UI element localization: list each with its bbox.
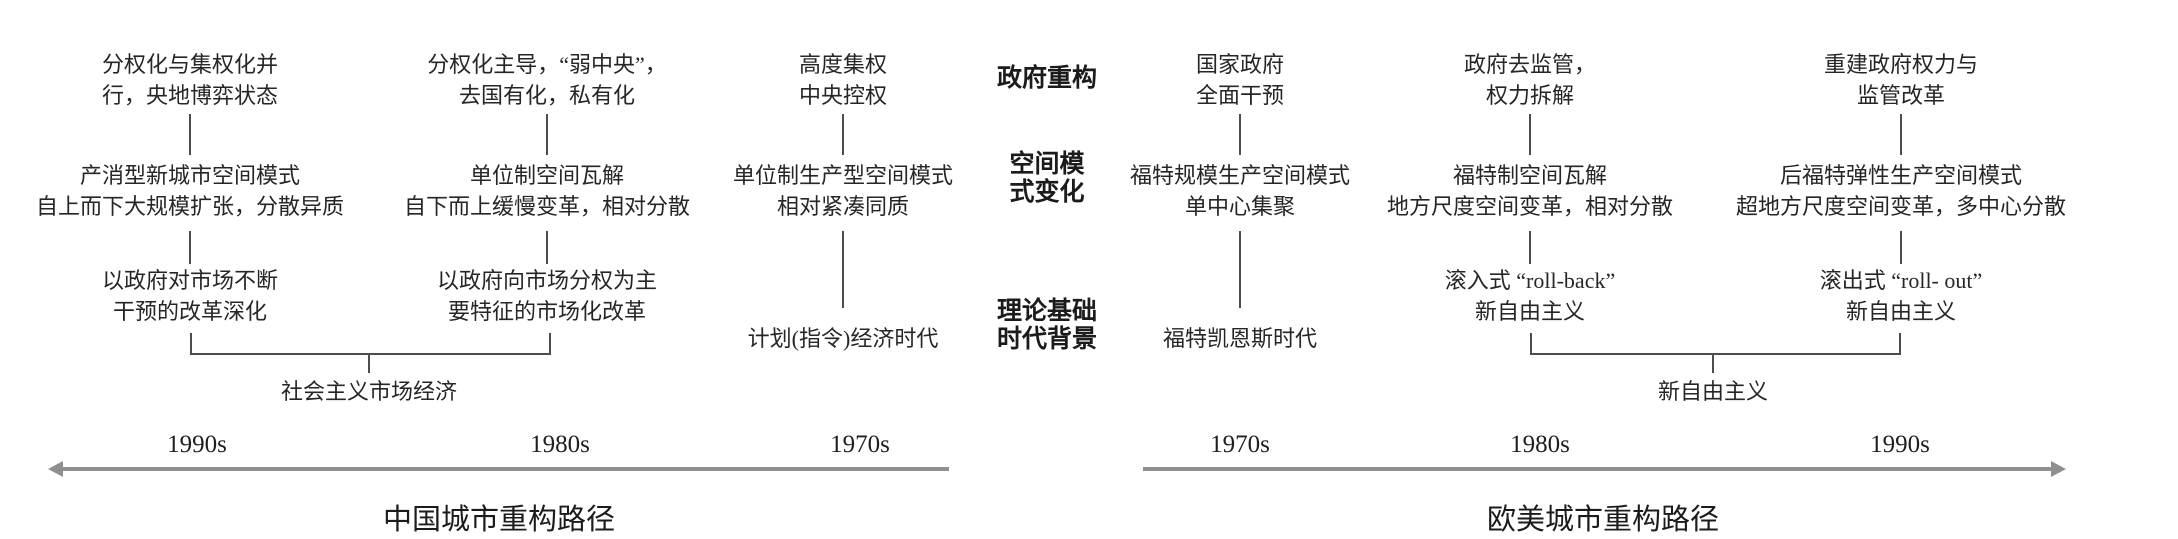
west-group-bracket: [1530, 333, 1901, 355]
china-1980s-spatial-text: 单位制空间瓦解 自下而上缓慢变革，相对分散: [404, 160, 690, 222]
west-group-bracket-tick: [1712, 353, 1714, 373]
text-line: 地方尺度空间变革，相对分散: [1386, 194, 1674, 219]
china-1990s-basis-text: 以政府对市场不断 干预的改革深化: [102, 265, 278, 327]
text-line: 自上而下大规模扩张，分散异质: [35, 194, 345, 219]
text-line: 分权化主导，“弱中央”，: [427, 52, 667, 77]
text-line: 国家政府: [1195, 52, 1285, 77]
china-1990s-connector-2: [189, 231, 191, 264]
right-arrowhead-icon: [2051, 461, 2066, 477]
china-group-bracket-label: 社会主义市场经济: [280, 379, 458, 404]
text-line: 单位制生产型空间模式: [732, 163, 954, 188]
china-1970s-connector-1: [842, 114, 844, 155]
west-1970s-connector-1: [1239, 114, 1241, 155]
text-line: 分权化与集权化并: [101, 52, 279, 77]
china-1970s-basis-text: 计划(指令)经济时代: [748, 323, 939, 354]
west-1990s-spatial-text: 后福特弹性生产空间模式 超地方尺度空间变革，多中心分散: [1736, 160, 2066, 222]
china-1980s-basis-text: 以政府向市场分权为主 要特征的市场化改革: [437, 265, 657, 327]
text-line: 后福特弹性生产空间模式: [1779, 163, 2023, 188]
china-year-1990s: 1990s: [167, 431, 227, 458]
west-group-bracket-label: 新自由主义: [1657, 379, 1769, 404]
china-1990s-connector-1: [189, 114, 191, 155]
text-line: 去国有化，私有化: [458, 83, 635, 108]
text-line: 中央控权: [798, 83, 888, 108]
row-label-line: 式变化: [1009, 178, 1085, 206]
row-label-line: 时代背景: [996, 325, 1098, 353]
text-line: 单位制空间瓦解: [469, 163, 625, 188]
west-1970s-basis-text: 福特凯恩斯时代: [1163, 323, 1317, 354]
row-label-government-restructuring: 政府重构: [997, 64, 1097, 92]
text-line: 以政府向市场分权为主: [436, 268, 658, 293]
west-1990s-connector-1: [1900, 114, 1902, 155]
west-1980s-basis-text: 滚入式 “roll-back” 新自由主义: [1445, 265, 1615, 327]
text-line: 干预的改革深化: [112, 299, 268, 324]
west-year-1980s: 1980s: [1510, 431, 1570, 458]
text-line: 全面干预: [1195, 83, 1285, 108]
text-line: 单中心集聚: [1184, 194, 1296, 219]
row-label-line: 空间模: [1009, 150, 1085, 178]
row-label-theoretical-basis-era: 理论基础 时代背景: [997, 297, 1097, 353]
china-year-1970s: 1970s: [830, 431, 890, 458]
text-line: 福特规模生产空间模式: [1129, 163, 1351, 188]
west-1980s-connector-1: [1529, 114, 1531, 155]
text-line: 计划(指令)经济时代: [747, 326, 939, 351]
text-line: 新自由主义: [1845, 299, 1956, 324]
row-label-line: 理论基础: [996, 297, 1098, 325]
text-line: 超地方尺度空间变革，多中心分散: [1735, 194, 2067, 219]
text-line: 要特征的市场化改革: [447, 299, 647, 324]
left-arrowhead-icon: [48, 461, 63, 477]
text-line: 自下而上缓慢变革，相对分散: [403, 194, 691, 219]
china-year-1980s: 1980s: [530, 431, 590, 458]
text-line: 福特制空间瓦解: [1452, 163, 1608, 188]
china-group-bracket: [190, 333, 551, 355]
text-line: 相对紧凑同质: [776, 194, 910, 219]
west-1970s-spatial-text: 福特规模生产空间模式 单中心集聚: [1130, 160, 1350, 222]
china-1990s-spatial-text: 产消型新城市空间模式 自上而下大规模扩张，分散异质: [36, 160, 344, 222]
text-line: 行，央地博弈状态: [101, 83, 279, 108]
west-path-title: 欧美城市重构路径: [1486, 504, 1720, 536]
text-line: 滚入式 “roll-back”: [1444, 268, 1616, 293]
west-timeline-axis: [1143, 467, 2051, 471]
china-1990s-government-text: 分权化与集权化并 行，央地博弈状态: [102, 49, 278, 111]
china-path-title: 中国城市重构路径: [382, 504, 616, 536]
text-line: 福特凯恩斯时代: [1162, 326, 1318, 351]
china-1980s-connector-1: [546, 114, 548, 155]
row-label-line: 政府重构: [996, 64, 1098, 92]
west-1990s-basis-text: 滚出式 “roll- out” 新自由主义: [1820, 265, 1983, 327]
text-line: 滚出式 “roll- out”: [1819, 268, 1983, 293]
china-1970s-government-text: 高度集权 中央控权: [799, 49, 887, 111]
text-line: 权力拆解: [1485, 83, 1575, 108]
china-1980s-connector-2: [546, 231, 548, 264]
text-line: 监管改革: [1856, 83, 1946, 108]
text-line: 政府去监管，: [1463, 52, 1597, 77]
text-line: 产消型新城市空间模式: [79, 163, 301, 188]
china-1970s-spatial-text: 单位制生产型空间模式 相对紧凑同质: [733, 160, 953, 222]
west-year-1990s: 1990s: [1870, 431, 1930, 458]
text-line: 以政府对市场不断: [101, 268, 279, 293]
text-line: 新自由主义: [1474, 299, 1585, 324]
west-1980s-connector-2: [1529, 231, 1531, 264]
west-1980s-government-text: 政府去监管， 权力拆解: [1464, 49, 1596, 111]
china-1980s-government-text: 分权化主导，“弱中央”， 去国有化，私有化: [427, 49, 667, 111]
west-year-1970s: 1970s: [1210, 431, 1270, 458]
west-1980s-spatial-text: 福特制空间瓦解 地方尺度空间变革，相对分散: [1387, 160, 1673, 222]
china-1970s-connector-2: [842, 231, 844, 308]
china-group-bracket-tick: [368, 353, 370, 373]
west-1970s-government-text: 国家政府 全面干预: [1196, 49, 1284, 111]
west-1970s-connector-2: [1239, 231, 1241, 308]
west-1990s-government-text: 重建政府权力与 监管改革: [1824, 49, 1978, 111]
china-timeline-axis: [60, 467, 949, 471]
row-label-spatial-pattern-change: 空间模 式变化: [1009, 150, 1084, 206]
text-line: 高度集权: [798, 52, 888, 77]
west-1990s-connector-2: [1900, 231, 1902, 264]
text-line: 重建政府权力与: [1823, 52, 1979, 77]
